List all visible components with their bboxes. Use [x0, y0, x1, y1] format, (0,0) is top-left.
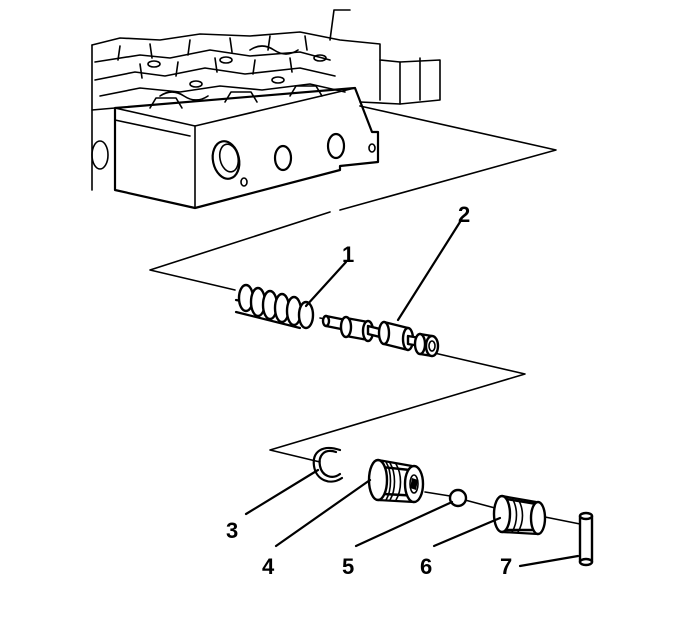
- check-ball-icon: [448, 488, 468, 508]
- valve-spool-icon: [321, 314, 440, 358]
- callout-3: 3: [226, 518, 238, 543]
- callout-7: 7: [500, 554, 512, 579]
- plug-icon: [492, 494, 547, 536]
- callout-4: 4: [262, 554, 275, 579]
- callout-5: 5: [342, 554, 354, 579]
- leader-lines: [244, 220, 580, 568]
- callout-6: 6: [420, 554, 432, 579]
- snap-ring-icon: [312, 446, 344, 483]
- callout-1: 1: [342, 242, 354, 267]
- valve-sleeve-icon: [367, 458, 425, 504]
- callout-labels: 1 2 3 4 5 6 7: [226, 202, 512, 579]
- callout-2: 2: [458, 202, 470, 227]
- spring-icon: [234, 283, 315, 330]
- valve-body-casting: [91, 9, 441, 210]
- retaining-pin-icon: [578, 511, 594, 567]
